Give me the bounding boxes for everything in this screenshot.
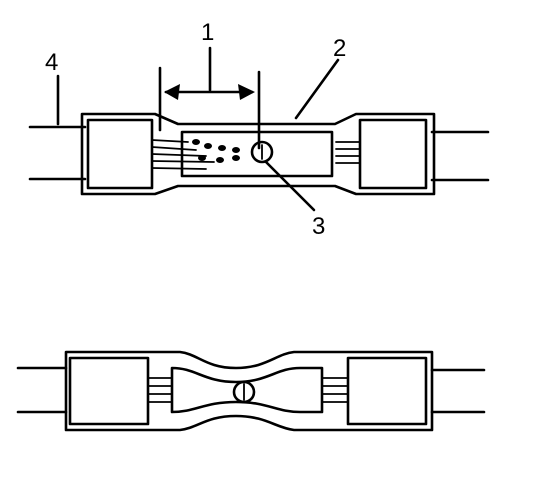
- leader-line-3: [264, 160, 316, 212]
- callout-4: 4: [45, 49, 58, 76]
- left-insulation-grip-crimped: [68, 356, 150, 426]
- crimped-barrel: [170, 366, 324, 414]
- inspection-hole: [250, 140, 274, 164]
- callout-2: 2: [333, 35, 346, 62]
- wire-insulation-lines-crimped: [16, 366, 486, 414]
- crimped-sleeve-body: [64, 350, 434, 432]
- right-insulation-grip: [358, 118, 428, 190]
- arrow-right-icon: [238, 84, 255, 100]
- callout-1: 1: [201, 19, 214, 46]
- callout-3: 3: [312, 213, 325, 240]
- left-conductor-strands: [151, 139, 215, 170]
- right-insulation-grip-crimped: [346, 356, 428, 426]
- strip-length-dimension: [158, 46, 261, 150]
- inner-barrel: [180, 130, 334, 178]
- inspection-hole-crimped: [232, 380, 256, 404]
- splice-sleeve-body: [80, 112, 436, 196]
- right-conductor-strands: [335, 141, 361, 164]
- strand-coil-dots: [192, 139, 240, 163]
- left-insulation-grip: [86, 118, 154, 190]
- sleeve-after-crimp: [16, 350, 486, 432]
- wire-insulation-lines: [28, 125, 490, 182]
- left-conductor-strands-crimped: [147, 377, 173, 403]
- leader-line-2: [294, 58, 340, 120]
- sleeve-before-crimp: 1 2 3 4: [28, 19, 490, 240]
- right-conductor-strands-crimped: [321, 377, 349, 403]
- arrow-left-icon: [164, 84, 180, 100]
